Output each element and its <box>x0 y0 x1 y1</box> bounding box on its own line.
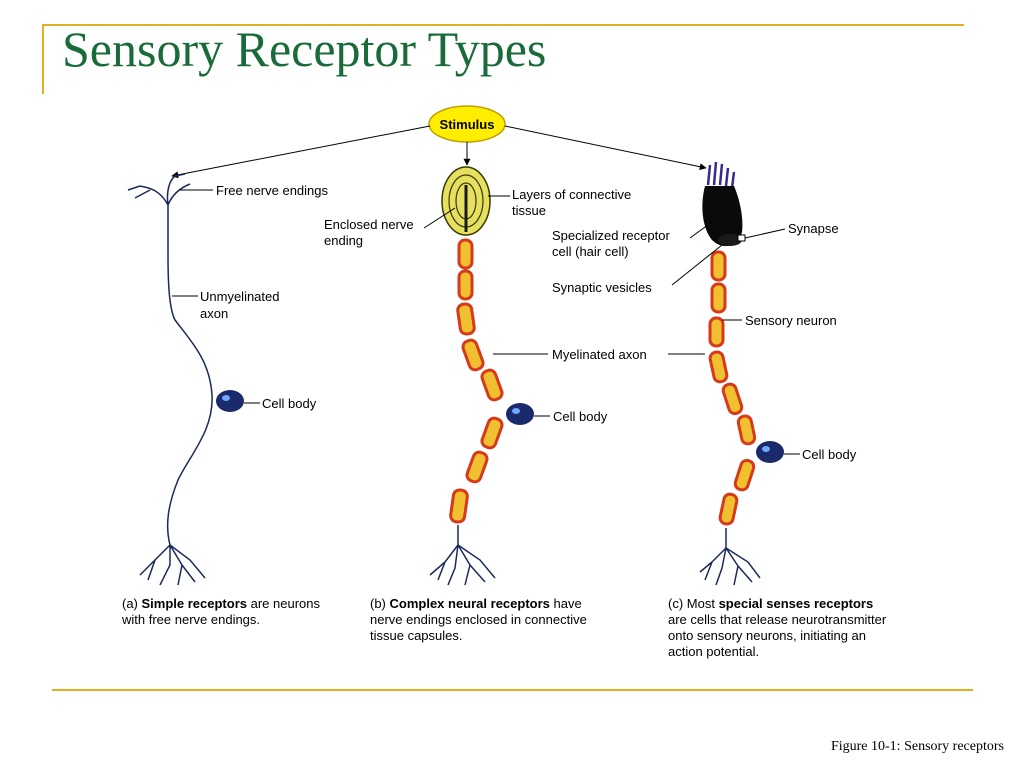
cell-body-b <box>506 403 534 425</box>
capsule-receptor <box>441 166 491 236</box>
nucleus-a <box>222 395 230 401</box>
bottom-rule <box>52 689 973 691</box>
dendrites-c <box>699 528 761 586</box>
svg-text:are cells that release neurotr: are cells that release neurotransmitter <box>668 612 887 627</box>
nucleus-b <box>512 408 520 414</box>
myelinated-axon-b <box>449 238 504 524</box>
simple-receptor-neuron <box>127 173 213 586</box>
label-free-nerve-endings: Free nerve endings <box>216 183 329 198</box>
label-synaptic-vesicles: Synaptic vesicles <box>552 280 652 295</box>
cell-body-c <box>756 441 784 463</box>
svg-text:nerve endings enclosed in conn: nerve endings enclosed in connective <box>370 612 587 627</box>
left-rule <box>42 24 44 94</box>
page-title: Sensory Receptor Types <box>62 21 547 77</box>
label-synapse: Synapse <box>788 221 839 236</box>
svg-text:tissue capsules.: tissue capsules. <box>370 628 463 643</box>
label-specialized-1: Specialized receptor <box>552 228 670 243</box>
stimulus-node: Stimulus <box>428 105 506 143</box>
svg-text:(a) Simple receptors are neuro: (a) Simple receptors are neurons <box>122 596 320 611</box>
caption-b: (b) Complex neural receptors have nerve … <box>370 596 587 643</box>
top-rule <box>42 24 964 26</box>
label-cell-body-a: Cell body <box>262 396 317 411</box>
label-layers-2: tissue <box>512 203 546 218</box>
figure-caption: Figure 10-1: Sensory receptors <box>830 739 1004 754</box>
stimulus-arrows <box>171 125 707 179</box>
leader-vesicles <box>671 244 723 286</box>
label-unmyelinated-1: Unmyelinated <box>200 289 280 304</box>
leader-synapse <box>744 228 786 239</box>
label-unmyelinated-2: axon <box>200 306 228 321</box>
svg-text:(c) Most special senses recept: (c) Most special senses receptors <box>668 596 873 611</box>
label-cell-body-b: Cell body <box>553 409 608 424</box>
label-enclosed-2: ending <box>324 233 363 248</box>
dendrites-b <box>429 525 496 586</box>
label-sensory-neuron: Sensory neuron <box>745 313 837 328</box>
label-myelinated-axon: Myelinated axon <box>552 347 647 362</box>
label-enclosed-1: Enclosed nerve <box>324 217 414 232</box>
leader-specialized <box>689 221 713 239</box>
label-specialized-2: cell (hair cell) <box>552 244 629 259</box>
caption-a: (a) Simple receptors are neurons with fr… <box>121 596 320 627</box>
nucleus-c <box>762 446 770 452</box>
svg-text:with free nerve endings.: with free nerve endings. <box>121 612 260 627</box>
svg-text:onto sensory neurons, initiati: onto sensory neurons, initiating an <box>668 628 866 643</box>
svg-text:action potential.: action potential. <box>668 644 759 659</box>
myelinated-axon-c <box>708 250 757 526</box>
cell-body-a <box>216 390 244 412</box>
leader-enclosed <box>423 207 456 229</box>
receptor-diagram: Stimulus Free nerve endings Unmyelinated… <box>121 105 887 659</box>
svg-text:(b) Complex neural receptors h: (b) Complex neural receptors have <box>370 596 582 611</box>
caption-c: (c) Most special senses receptors are ce… <box>668 596 887 659</box>
hair-cell <box>702 161 746 247</box>
label-cell-body-c: Cell body <box>802 447 857 462</box>
label-layers-1: Layers of connective <box>512 187 631 202</box>
stimulus-label: Stimulus <box>440 117 495 132</box>
